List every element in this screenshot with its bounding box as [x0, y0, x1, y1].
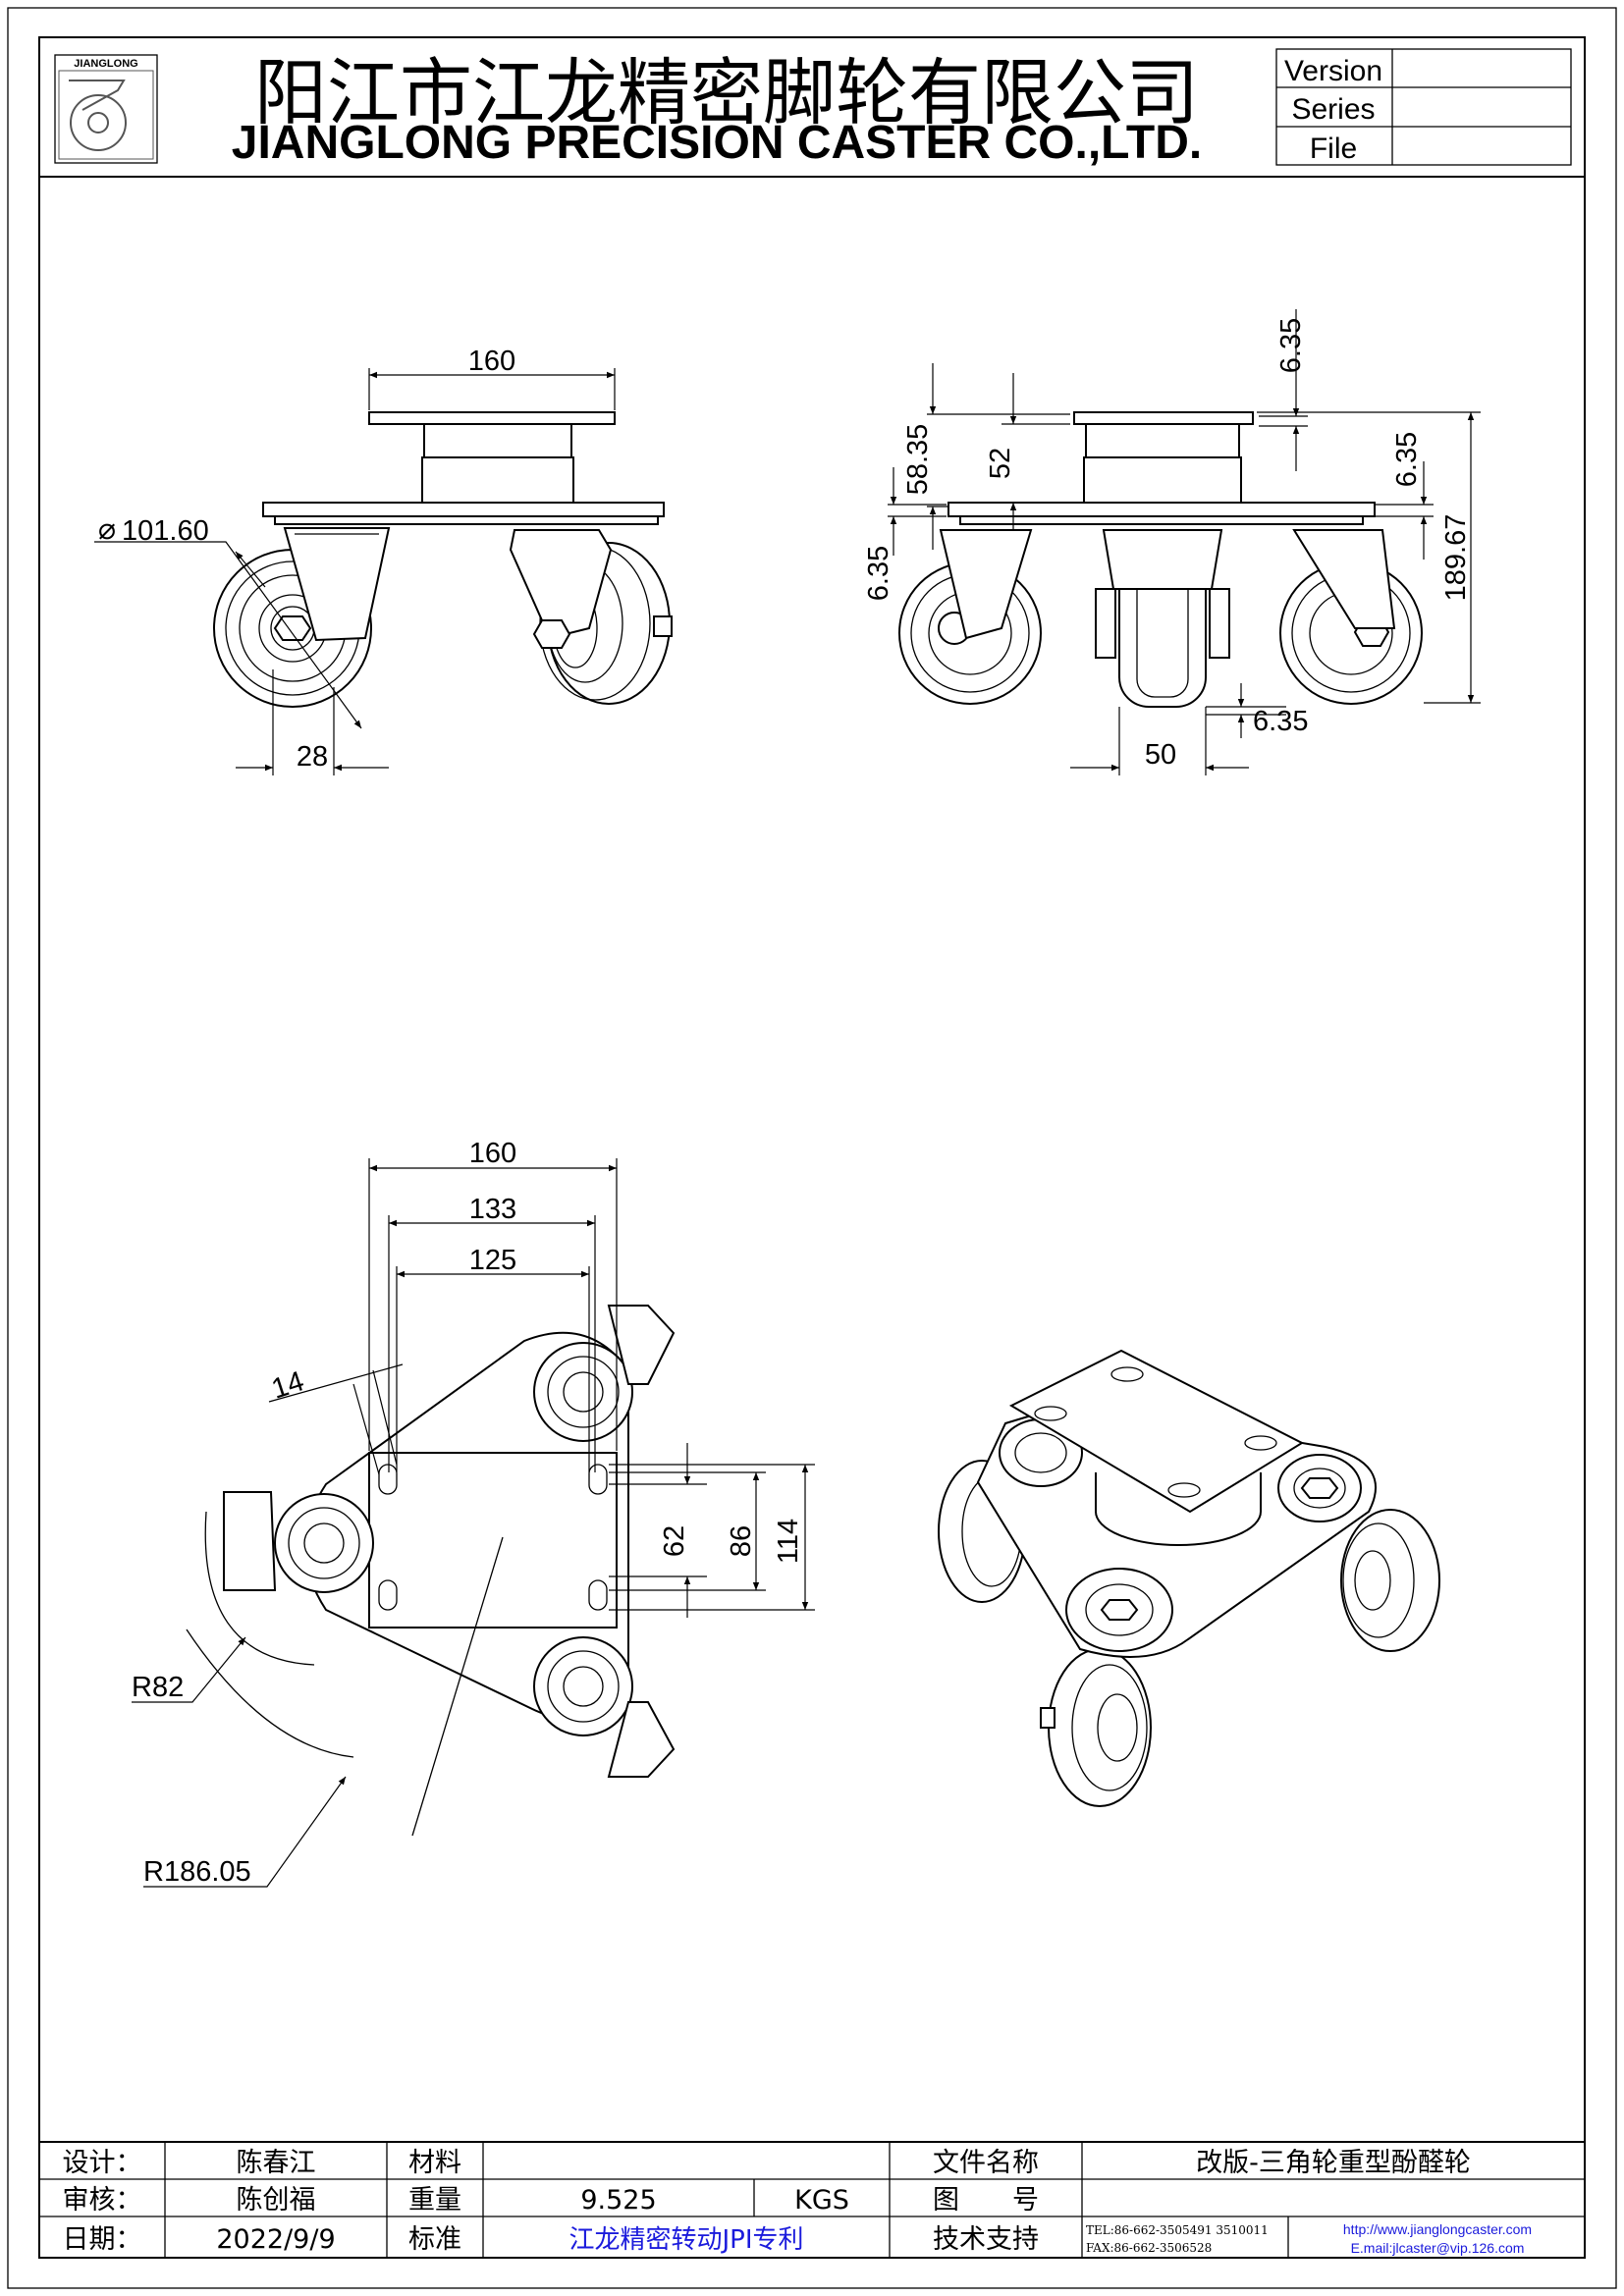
weight-unit: KGS: [794, 2185, 849, 2216]
company-name-cn: 阳江市江龙精密脚轮有限公司: [254, 51, 1199, 135]
contact-fax: FAX:86-662-3506528: [1086, 2241, 1212, 2255]
dim-plan-r82: R82: [132, 1672, 184, 1703]
dim-side-50: 50: [1145, 739, 1176, 771]
review-value: 陈创福: [237, 2185, 316, 2216]
inner-border: [38, 36, 1586, 2259]
company-name-en: JIANGLONG PRECISION CASTER CO.,LTD.: [232, 117, 1203, 169]
design-value: 陈春江: [237, 2148, 316, 2178]
design-label: 设计：: [63, 2148, 142, 2178]
filename-value: 改版-三角轮重型酚醛轮: [1196, 2148, 1471, 2178]
company-logo: JIANGLONG: [54, 54, 158, 164]
dim-offset-28: 28: [297, 741, 328, 773]
date-value: 2022/9/9: [216, 2224, 335, 2255]
dim-diameter-symbol: ⌀: [98, 513, 116, 546]
version-table: Version Series File: [1275, 48, 1572, 166]
standard-value: 江龙精密转动JPI专利: [568, 2225, 803, 2255]
support-label: 技术支持: [933, 2224, 1039, 2255]
drawing-no-label: 图 号: [933, 2185, 1039, 2216]
dim-side-189-67: 189.67: [1440, 514, 1472, 602]
dim-plan-86: 86: [726, 1525, 757, 1557]
dim-side-6-35-bottom: 6.35: [1253, 706, 1308, 737]
dim-side-58-35: 58.35: [902, 424, 934, 496]
outer-border: [7, 7, 1617, 2289]
dim-plan-114: 114: [773, 1519, 804, 1564]
front-view: 160 ⌀ 101.60 28: [94, 346, 673, 775]
plan-view: 160 133 125 14 62 86 114 R82 R186.05: [132, 1138, 815, 1888]
dim-front-160: 160: [468, 346, 515, 377]
material-label: 材料: [408, 2148, 461, 2178]
dim-side-6-35-left: 6.35: [863, 546, 894, 601]
logo-text: JIANGLONG: [74, 58, 137, 70]
version-label: Version: [1284, 55, 1382, 87]
website-link[interactable]: http://www.jianglongcaster.com: [1343, 2221, 1532, 2237]
side-view: 6.35 58.35 52 6.35 6.35 189.67 6.35: [863, 309, 1481, 775]
contact-tel: TEL:86-662-3505491 3510011: [1086, 2223, 1269, 2237]
title-block: 设计： 陈春江 材料 文件名称 改版-三角轮重型酚醛轮 审核： 陈创福 重量 9…: [39, 2141, 1585, 2258]
series-label: Series: [1291, 93, 1375, 126]
dim-plan-160: 160: [469, 1138, 516, 1169]
filename-label: 文件名称: [933, 2148, 1039, 2178]
dim-plan-14: 14: [268, 1365, 308, 1405]
dim-wheel-diameter: 101.60: [122, 515, 209, 547]
dim-plan-125: 125: [469, 1245, 516, 1276]
isometric-view: [938, 1349, 1440, 1807]
dim-side-6-35-top: 6.35: [1275, 318, 1307, 373]
dim-plan-133: 133: [469, 1194, 516, 1225]
dim-side-6-35-right: 6.35: [1391, 432, 1423, 487]
dim-plan-62: 62: [659, 1525, 690, 1557]
standard-label: 标准: [408, 2224, 461, 2255]
date-label: 日期：: [63, 2224, 142, 2255]
dim-side-52: 52: [985, 448, 1016, 479]
email-link[interactable]: E.mail:jlcaster@vip.126.com: [1351, 2240, 1525, 2256]
weight-value: 9.525: [580, 2185, 656, 2216]
review-label: 审核：: [63, 2185, 142, 2216]
dim-plan-r186: R186.05: [143, 1856, 251, 1888]
weight-label: 重量: [408, 2185, 461, 2216]
file-label: File: [1310, 133, 1357, 165]
